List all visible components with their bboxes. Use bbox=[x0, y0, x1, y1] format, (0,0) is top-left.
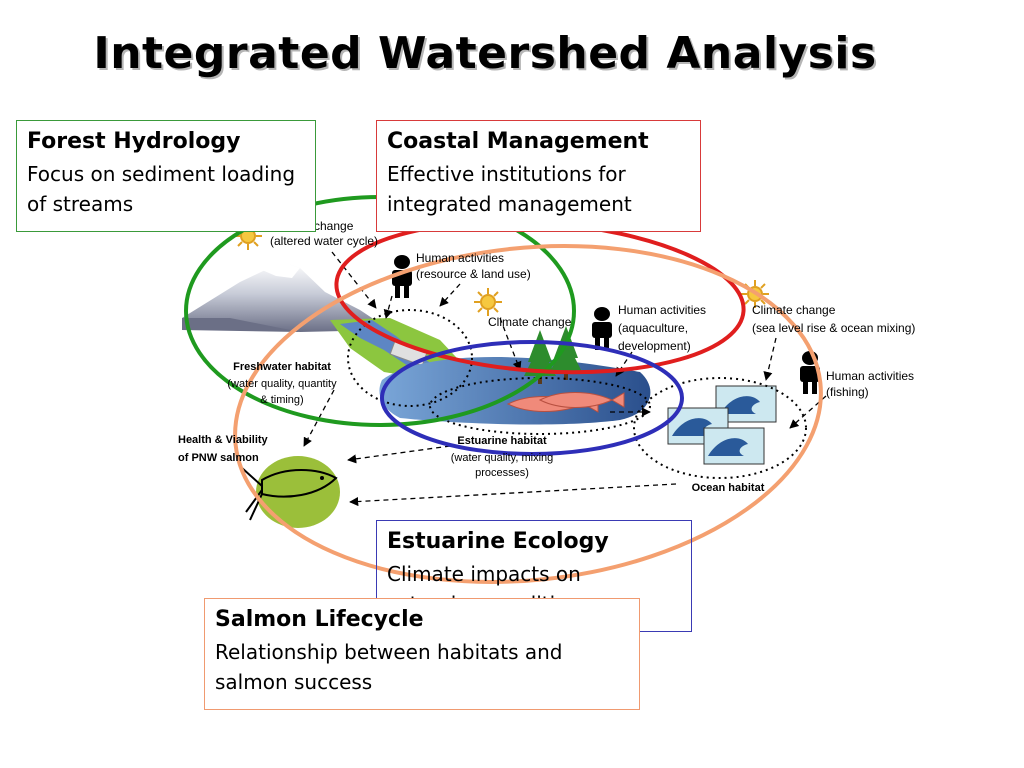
salmon-lifecycle-body: Relationship between habitats and salmon… bbox=[215, 640, 563, 694]
human-activities-label-3: Human activities bbox=[826, 369, 914, 383]
forest-hydrology-body: Focus on sediment loading of streams bbox=[27, 162, 296, 216]
salmon-lifecycle-scope bbox=[233, 244, 823, 584]
human-activities-sub-2b: development) bbox=[618, 339, 691, 353]
slide-title: Integrated Watershed Analysis bbox=[93, 28, 877, 79]
mountain-icon bbox=[182, 262, 390, 332]
salmon-lifecycle-heading: Salmon Lifecycle bbox=[215, 607, 424, 632]
coastal-management-heading: Coastal Management bbox=[387, 129, 649, 154]
estuarine-habitat-label: Estuarine habitat bbox=[457, 435, 547, 447]
climate-change-sub-1: (altered water cycle) bbox=[270, 234, 378, 248]
salmon-lifecycle-box: Salmon Lifecycle Relationship between ha… bbox=[204, 598, 640, 710]
human-activities-sub-3: (fishing) bbox=[826, 385, 869, 399]
coastal-management-box: Coastal Management Effective institution… bbox=[376, 120, 701, 232]
estuarine-habitat-sub-2: processes) bbox=[475, 467, 529, 479]
estuarine-ecology-scope bbox=[380, 340, 684, 456]
health-viability-label-1: Health & Viability bbox=[178, 434, 269, 446]
sun-icon bbox=[474, 288, 502, 316]
human-activities-sub-1: (resource & land use) bbox=[416, 267, 531, 281]
human-activities-label-1: Human activities bbox=[416, 251, 504, 265]
freshwater-habitat-label: Freshwater habitat bbox=[233, 361, 331, 373]
fish-icon bbox=[241, 456, 340, 528]
ocean-habitat-region bbox=[633, 377, 807, 479]
human-activities-sub-2a: (aquaculture, bbox=[618, 321, 688, 335]
freshwater-habitat-region bbox=[347, 309, 473, 407]
ocean-habitat-label: Ocean habitat bbox=[692, 482, 765, 494]
estuarine-ecology-heading: Estuarine Ecology bbox=[387, 529, 609, 554]
health-viability-label-2: of PNW salmon bbox=[178, 452, 259, 464]
climate-change-label-2: Climate change bbox=[488, 315, 572, 329]
freshwater-habitat-sub-2: & timing) bbox=[260, 394, 303, 406]
forest-hydrology-box: Forest Hydrology Focus on sediment loadi… bbox=[16, 120, 316, 232]
salmon-icon bbox=[506, 392, 625, 413]
wave-icon bbox=[667, 385, 777, 465]
climate-change-sub-3: (sea level rise & ocean mixing) bbox=[752, 321, 915, 335]
estuarine-habitat-sub-1: (water quality, mixing bbox=[451, 452, 554, 464]
person-icon bbox=[592, 307, 612, 350]
human-activities-label-2: Human activities bbox=[618, 303, 706, 317]
freshwater-habitat-sub-1: (water quality, quantity bbox=[227, 378, 337, 390]
forest-hydrology-heading: Forest Hydrology bbox=[27, 129, 241, 154]
coastal-management-body: Effective institutions for integrated ma… bbox=[387, 162, 632, 216]
climate-change-label-3: Climate change bbox=[752, 303, 836, 317]
